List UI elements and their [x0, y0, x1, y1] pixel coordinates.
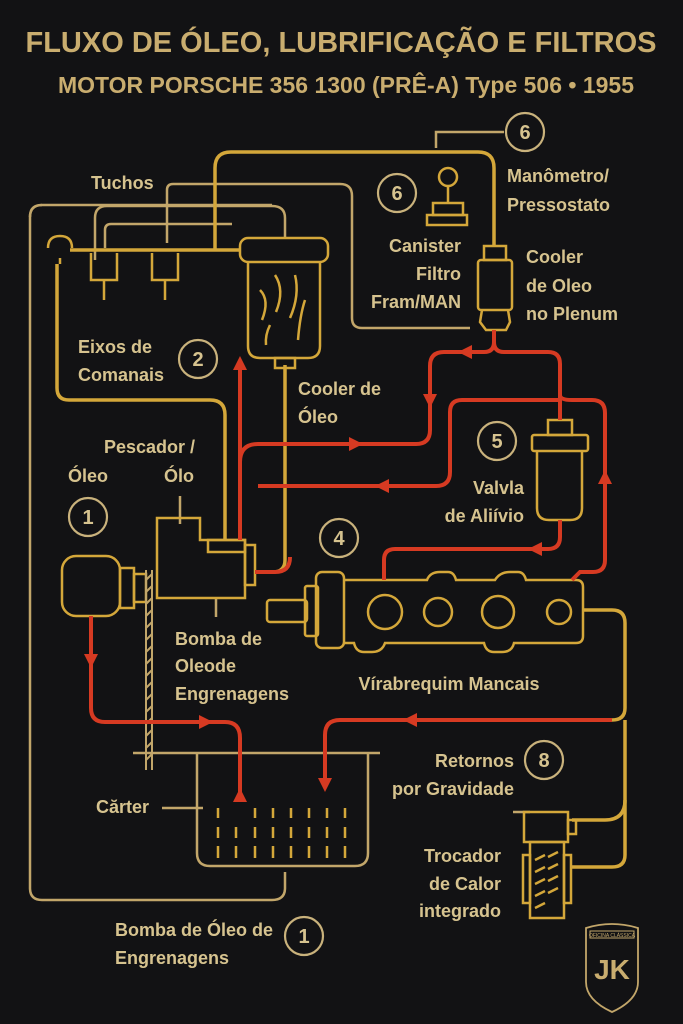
- pressure-line-camshaft: [55, 264, 227, 540]
- page-subtitle: MOTOR PORSCHE 356 1300 (PRÊ-A) Type 506 …: [58, 71, 634, 98]
- arrow-left-icon: [528, 542, 542, 556]
- pressure-line-top: [213, 150, 496, 250]
- arrow-up-icon: [233, 356, 247, 370]
- svg-text:2: 2: [192, 349, 203, 371]
- arrow-up-icon: [598, 470, 612, 484]
- crankshaft: [265, 570, 585, 654]
- pressure-gauge: [425, 166, 469, 227]
- label-engrenagens-footer: Engrenagens: [115, 948, 229, 968]
- arrow-down-icon: [84, 654, 98, 668]
- page-title: FLUXO DE ÓLEO, LUBRIFICAÇÃO E FILTROS: [25, 25, 656, 59]
- label-fram-man: Fram/MAN: [371, 292, 461, 312]
- label-valvula: Valvla: [473, 478, 525, 498]
- logo-initials: JK: [594, 954, 630, 985]
- label-integrado: integrado: [419, 901, 501, 921]
- label-de-oleo: de Oleo: [526, 276, 592, 296]
- marker-6-top: 6: [504, 111, 546, 153]
- label-carter: Cărter: [96, 797, 149, 817]
- label-eixos: Eixos de: [78, 337, 152, 357]
- logo-banner-text: OFICINA CLÁSSICA: [589, 932, 636, 939]
- logo-banner: [589, 930, 635, 939]
- oil-filter-canister: [238, 236, 330, 370]
- label-cooler-oleo: Óleo: [298, 406, 338, 427]
- marker-4: 4: [318, 517, 360, 559]
- label-cooler-plenum: Cooler: [526, 247, 583, 267]
- svg-text:6: 6: [391, 183, 402, 205]
- arrow-right-icon: [349, 437, 363, 451]
- marker-5: 5: [476, 420, 518, 462]
- arrow-down-icon: [423, 394, 437, 408]
- arrow-left-icon: [403, 713, 417, 727]
- svg-text:5: 5: [491, 431, 502, 453]
- label-canister: Canister: [389, 236, 461, 256]
- svg-text:1: 1: [82, 507, 93, 529]
- flow-arrows: [84, 345, 612, 802]
- oil-pump: [60, 516, 257, 618]
- flow-pickup-return: [89, 616, 242, 795]
- svg-text:6: 6: [519, 122, 530, 144]
- arrow-down-icon: [318, 778, 332, 792]
- sump-oil-level: [216, 808, 347, 858]
- pressure-line-exchanger-top: [572, 799, 627, 822]
- flow-valve-to-crank: [382, 520, 562, 580]
- label-trocador: Trocador: [424, 846, 501, 866]
- label-pescador: Pescador /: [104, 437, 195, 457]
- label-engrenagens: Engrenagens: [175, 684, 289, 704]
- heat-exchanger: [521, 810, 578, 920]
- rocker-hook: [46, 234, 74, 249]
- label-cooler-de: Cooler de: [298, 379, 381, 399]
- return-lines: [28, 130, 530, 902]
- label-retornos: Retornos: [435, 751, 514, 771]
- flow-pump-out: [255, 556, 292, 574]
- label-pescador-olo: Ólo: [164, 465, 194, 486]
- svg-text:4: 4: [333, 528, 345, 550]
- label-bomba-footer: Bomba de Óleo de: [115, 919, 273, 940]
- svg-text:1: 1: [298, 926, 309, 948]
- pressure-line-exchanger: [572, 720, 627, 869]
- label-pressostato: Pressostato: [507, 195, 610, 215]
- return-line-tuchos: [103, 222, 232, 248]
- tuchos-lifters: [46, 234, 180, 300]
- marker-2: 2: [177, 338, 219, 380]
- label-oleo: Óleo: [68, 465, 108, 486]
- marker-1-footer: 1: [283, 915, 325, 957]
- label-tuchos: Tuchos: [91, 173, 154, 193]
- crankcase-body: [195, 754, 370, 868]
- oil-flow-lines: [89, 330, 612, 795]
- marker-6-mid: 6: [376, 172, 418, 214]
- flow-valve-right: [558, 394, 607, 582]
- arrow-left-icon: [458, 345, 472, 359]
- label-bomba-de: Bomba de: [175, 629, 262, 649]
- label-manometro: Manômetro/: [507, 166, 609, 186]
- label-comanais: Comanais: [78, 365, 164, 385]
- label-no-plenum: no Plenum: [526, 304, 618, 324]
- marker-1-left: 1: [67, 496, 109, 538]
- label-de-calor: de Calor: [429, 874, 501, 894]
- pressure-line-crank-return: [560, 608, 627, 722]
- label-alivio: de Aliívio: [445, 506, 524, 526]
- flow-plenum-to-valve: [492, 341, 562, 420]
- arrow-right-icon: [199, 715, 213, 729]
- label-por-gravidade: por Gravidade: [392, 779, 514, 799]
- arrow-up-icon: [233, 788, 247, 802]
- gauge-line: [434, 130, 504, 148]
- svg-text:8: 8: [538, 750, 549, 772]
- pressure-lines: [55, 150, 627, 869]
- label-oleode: Oleode: [175, 656, 236, 676]
- label-virabrequim: Vírabrequim Mancais: [358, 674, 539, 694]
- jk-logo: OFICINA CLÁSSICA JK: [585, 923, 639, 1013]
- flow-gravity-return: [323, 718, 612, 780]
- return-line-outer-top: [28, 203, 272, 218]
- shield-icon: [585, 923, 639, 1013]
- return-line-canister: [165, 182, 470, 330]
- pump-drive-shaft: [145, 570, 153, 770]
- label-filtro: Filtro: [416, 264, 461, 284]
- flow-valve-left: [258, 398, 560, 488]
- arrow-left-icon: [375, 479, 389, 493]
- marker-8: 8: [523, 739, 565, 781]
